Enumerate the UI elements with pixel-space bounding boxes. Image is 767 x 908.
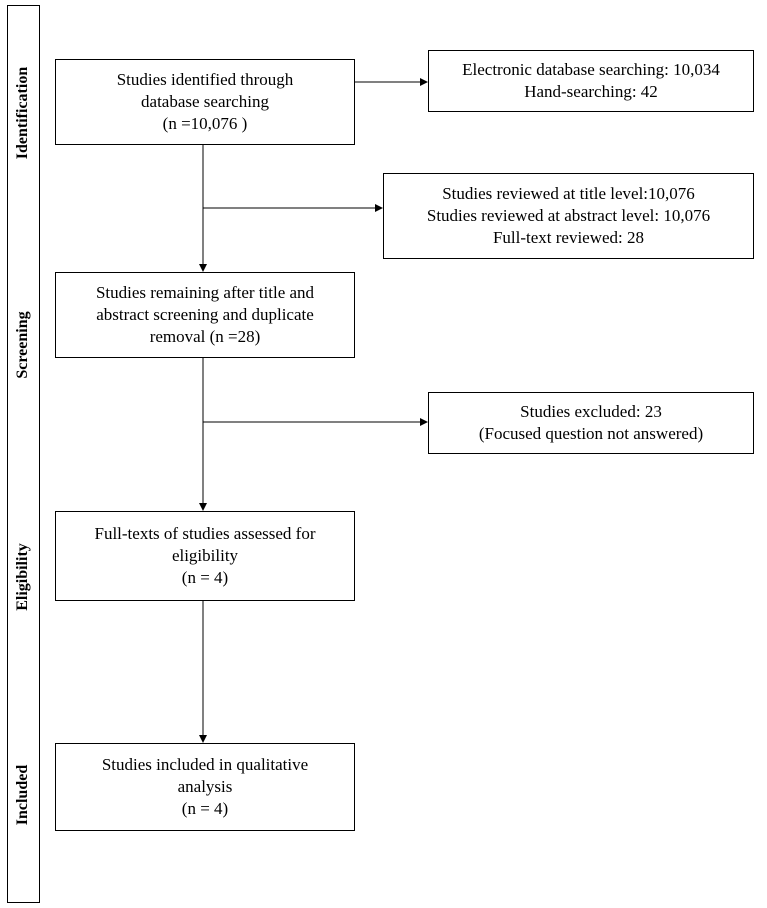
stage-included-cell bbox=[7, 686, 40, 903]
box-eligibility-line-3: (n = 4) bbox=[181, 568, 229, 587]
box-remaining-line-2: abstract screening and duplicate bbox=[96, 305, 314, 324]
box-included-line-2: analysis bbox=[177, 777, 233, 796]
box-identified: Studies identified through database sear… bbox=[55, 59, 355, 145]
box-excluded: Studies excluded: 23 (Focused question n… bbox=[428, 392, 754, 454]
box-remaining-line-1: Studies remaining after title and bbox=[95, 283, 315, 302]
box-reviewed-line-3: Full-text reviewed: 28 bbox=[492, 228, 645, 247]
box-included-line-1: Studies included in qualitative bbox=[101, 755, 309, 774]
stage-eligibility-cell bbox=[7, 468, 40, 686]
box-sources: Electronic database searching: 10,034 Ha… bbox=[428, 50, 754, 112]
box-included: Studies included in qualitative analysis… bbox=[55, 743, 355, 831]
box-remaining-line-3: removal (n =28) bbox=[149, 327, 261, 346]
box-included-line-3: (n = 4) bbox=[181, 799, 229, 818]
box-eligibility-line-1: Full-texts of studies assessed for bbox=[94, 524, 316, 543]
box-excluded-line-1: Studies excluded: 23 bbox=[520, 402, 662, 421]
box-identified-line-1: Studies identified through bbox=[116, 70, 294, 89]
box-reviewed-line-1: Studies reviewed at title level:10,076 bbox=[442, 184, 695, 203]
box-sources-line-1: Electronic database searching: 10,034 bbox=[462, 60, 720, 79]
box-identified-line-3: (n =10,076 ) bbox=[162, 114, 248, 133]
box-reviewed: Studies reviewed at title level:10,076 S… bbox=[383, 173, 754, 259]
box-sources-line-2: Hand-searching: 42 bbox=[524, 82, 658, 101]
box-remaining: Studies remaining after title and abstra… bbox=[55, 272, 355, 358]
stage-identification-cell bbox=[7, 5, 40, 222]
box-eligibility: Full-texts of studies assessed for eligi… bbox=[55, 511, 355, 601]
box-identified-line-2: database searching bbox=[141, 92, 269, 111]
stage-screening-cell bbox=[7, 222, 40, 468]
box-eligibility-line-2: eligibility bbox=[171, 546, 239, 565]
box-excluded-line-2: (Focused question not answered) bbox=[478, 424, 704, 443]
box-reviewed-line-2: Studies reviewed at abstract level: 10,0… bbox=[426, 206, 711, 225]
